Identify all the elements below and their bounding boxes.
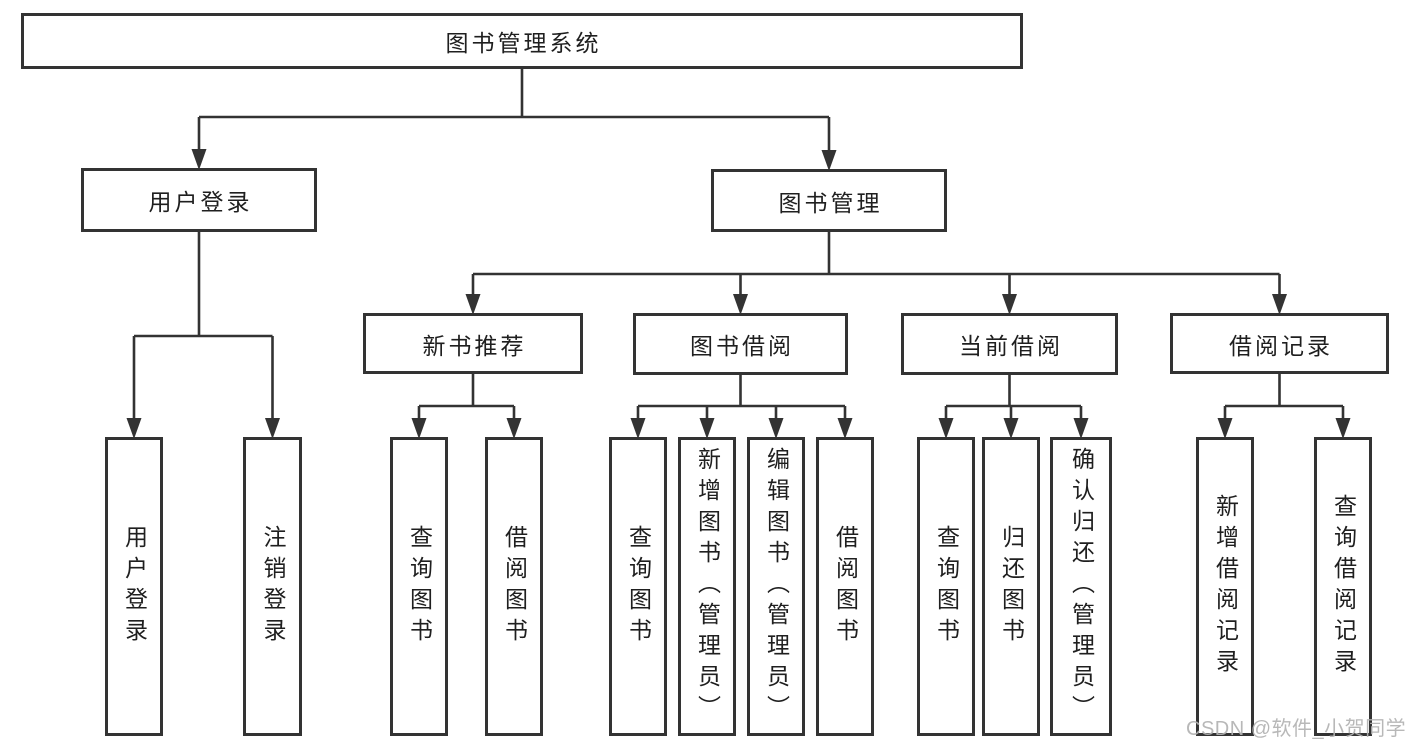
arrowhead-book-mgmt (821, 150, 837, 171)
node-user-login-label: 用户登录 (148, 189, 253, 215)
node-new-book-rec-label: 新书推荐 (422, 332, 527, 359)
node-user-login: 用户登录 (81, 168, 317, 232)
node-cb-confirm: 确认归还（管理员） (1050, 437, 1112, 736)
node-current-borrow: 当前借阅 (901, 313, 1118, 375)
node-bb-borrow: 借阅图书 (816, 437, 874, 736)
node-cb-query: 查询图书 (917, 437, 975, 736)
arrowhead-br-add (1217, 418, 1233, 439)
arrowhead-br-query (1335, 418, 1351, 439)
node-new-book-rec: 新书推荐 (363, 313, 583, 374)
node-nbr-borrow-label: 借阅图书 (501, 524, 528, 649)
arrowhead-nbr-borrow (506, 418, 522, 439)
node-nbr-borrow: 借阅图书 (485, 437, 543, 736)
node-bb-edit-label: 编辑图书（管理员） (763, 447, 790, 726)
arrowhead-borrow-records (1272, 294, 1287, 315)
arrowhead-new-book-rec (465, 294, 481, 315)
node-logout-op: 注销登录 (243, 437, 302, 736)
node-bb-query-label: 查询图书 (625, 524, 652, 649)
node-cb-return-label: 归还图书 (998, 524, 1025, 649)
arrowhead-user-login (191, 149, 207, 170)
node-br-query-label: 查询借阅记录 (1330, 493, 1357, 680)
watermark-text: CSDN @软件_小贺同学 (1186, 718, 1405, 740)
node-borrow-records: 借阅记录 (1170, 313, 1389, 374)
node-logout-op-label: 注销登录 (260, 524, 286, 649)
node-bb-borrow-label: 借阅图书 (832, 524, 859, 649)
node-book-borrow-label: 图书借阅 (690, 333, 794, 359)
node-cb-query-label: 查询图书 (933, 524, 960, 649)
arrowhead-bb-borrow (837, 418, 853, 439)
node-root: 图书管理系统 (21, 13, 1023, 69)
node-br-query: 查询借阅记录 (1314, 437, 1372, 736)
node-book-borrow: 图书借阅 (633, 313, 848, 375)
node-br-add: 新增借阅记录 (1196, 437, 1254, 736)
arrowhead-bb-edit (768, 418, 784, 439)
node-current-borrow-label: 当前借阅 (959, 333, 1063, 359)
arrowhead-bb-add (699, 418, 715, 439)
node-borrow-records-label: 借阅记录 (1229, 332, 1333, 359)
node-bb-add-label: 新增图书（管理员） (694, 447, 721, 726)
arrowhead-cb-return (1003, 418, 1019, 439)
node-bb-add: 新增图书（管理员） (678, 437, 736, 736)
node-user-login-op: 用户登录 (105, 437, 163, 736)
node-br-add-label: 新增借阅记录 (1212, 493, 1239, 680)
arrowhead-user-login-op (126, 418, 142, 439)
node-book-mgmt: 图书管理 (711, 169, 947, 232)
arrowhead-logout-op (265, 418, 280, 439)
node-root-label: 图书管理系统 (445, 30, 602, 56)
connector-path (132, 68, 1345, 420)
arrowhead-nbr-query (411, 418, 427, 439)
node-cb-return: 归还图书 (982, 437, 1040, 736)
node-nbr-query-label: 查询图书 (406, 524, 433, 649)
arrowhead-cb-query (938, 418, 954, 439)
arrowhead-cb-confirm (1073, 418, 1089, 439)
node-user-login-op-label: 用户登录 (121, 524, 148, 649)
node-bb-edit: 编辑图书（管理员） (747, 437, 805, 736)
node-bb-query: 查询图书 (609, 437, 667, 736)
arrowhead-current-borrow (1002, 294, 1017, 315)
node-book-mgmt-label: 图书管理 (778, 189, 883, 216)
arrowhead-bb-query (630, 418, 646, 439)
arrowhead-book-borrow (733, 294, 748, 315)
node-nbr-query: 查询图书 (390, 437, 448, 736)
node-cb-confirm-label: 确认归还（管理员） (1068, 447, 1095, 726)
